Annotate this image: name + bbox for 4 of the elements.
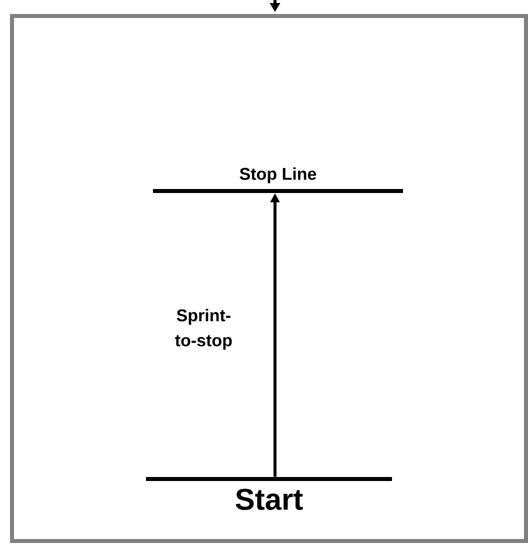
frame-border [10,14,528,543]
line-with-label: Start [146,477,392,510]
line-with-label: Stop Line [153,167,403,193]
edge-label: Sprint-to-stop [175,308,232,350]
